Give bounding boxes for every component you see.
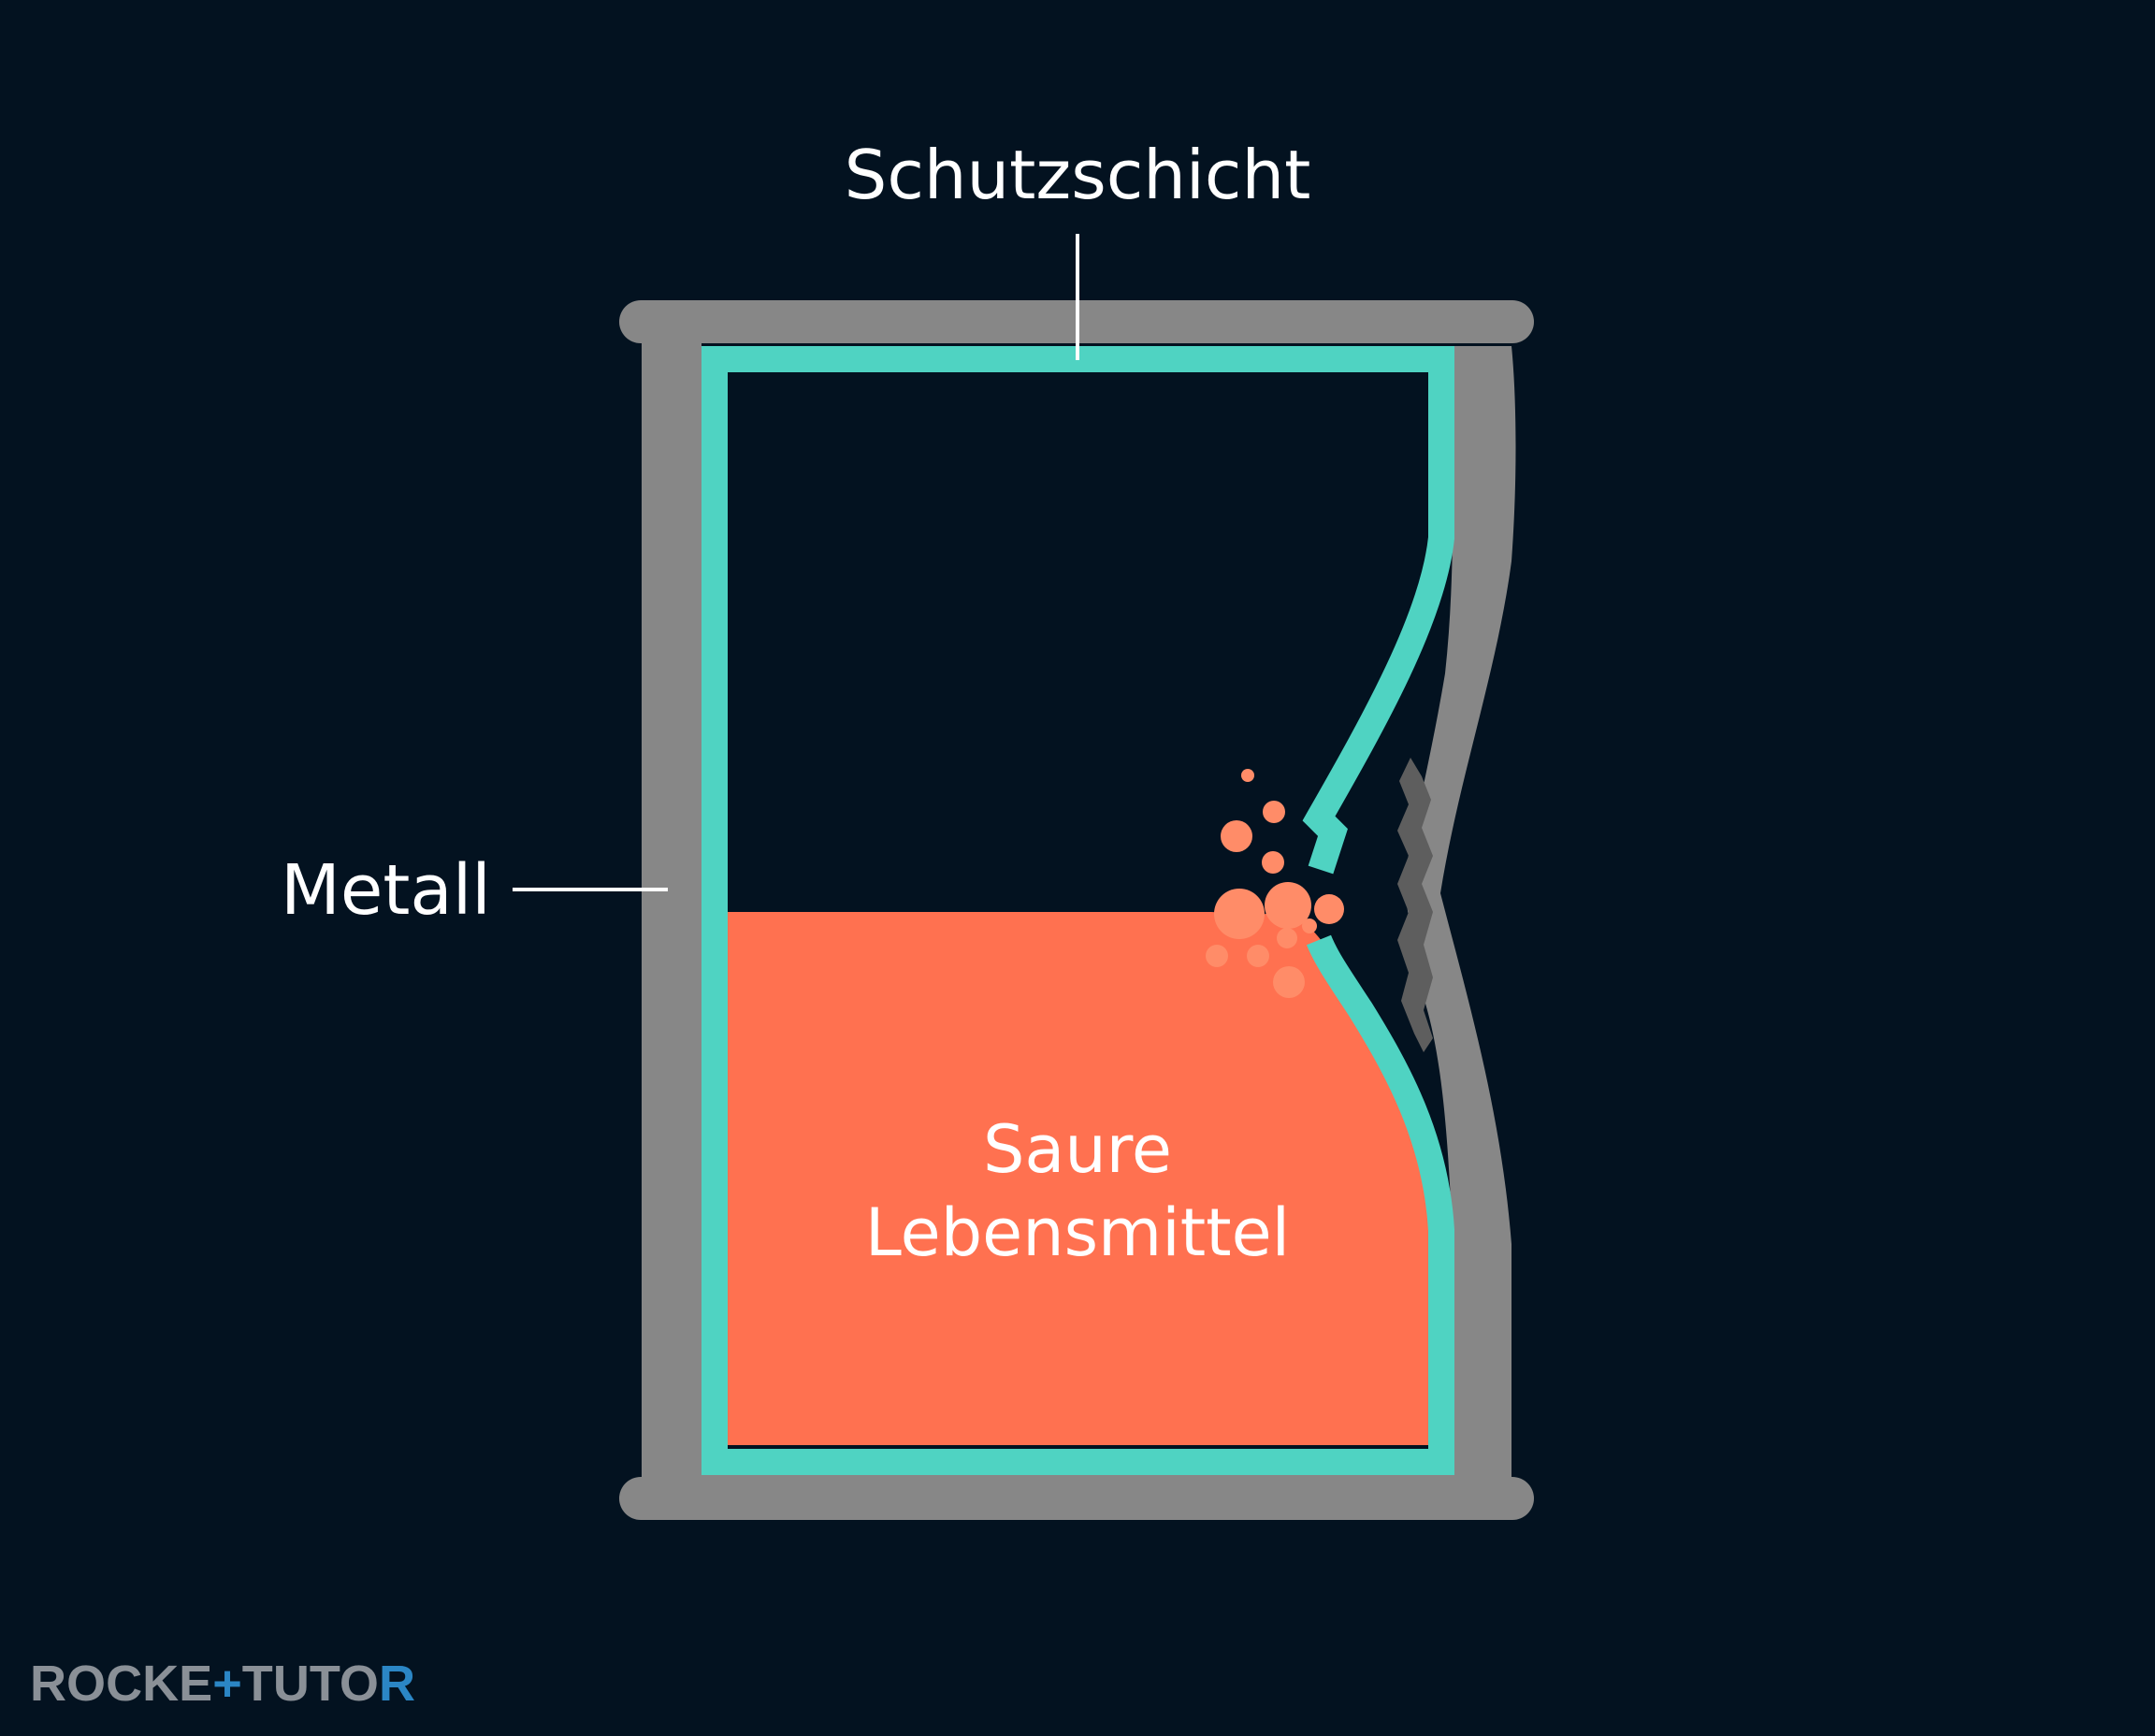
- bubble: [1241, 769, 1254, 782]
- bubble: [1262, 851, 1284, 874]
- logo-part-r: R: [379, 1656, 415, 1712]
- bubble: [1247, 945, 1269, 967]
- logo-part-rocke: ROCKE: [30, 1656, 212, 1712]
- bubble: [1221, 820, 1252, 852]
- logo-part-tuto: TUTO: [242, 1656, 379, 1712]
- bubble: [1314, 894, 1344, 924]
- metal-left-wall: [642, 322, 701, 1498]
- logo-plus-glyph: +: [212, 1656, 242, 1712]
- food-label-line1: Saure: [983, 1111, 1172, 1188]
- coating-label: Schutzschicht: [845, 136, 1311, 214]
- acidic-food-fill: [728, 909, 1433, 1445]
- bubble: [1214, 889, 1265, 939]
- metal-label: Metall: [281, 850, 491, 931]
- bubble: [1206, 945, 1228, 967]
- svg-text:ROCKE+TUTOR: ROCKE+TUTOR: [30, 1656, 415, 1712]
- protective-coating-layer: [701, 346, 1454, 1475]
- corrosion-bubbles: [1206, 769, 1344, 998]
- bubble: [1265, 882, 1311, 929]
- metal-right-wall-dented: [1403, 346, 1516, 1498]
- bubble: [1263, 801, 1285, 823]
- food-label-line2: Lebensmittel: [865, 1194, 1290, 1271]
- metal-crease-shadow: [1397, 758, 1433, 1052]
- bubble: [1302, 919, 1317, 933]
- rocket-tutor-logo: ROCKE+TUTOR: [30, 1656, 415, 1712]
- bubble: [1273, 966, 1305, 998]
- bubble: [1277, 928, 1297, 948]
- metal-bottom-band: [642, 1471, 1511, 1499]
